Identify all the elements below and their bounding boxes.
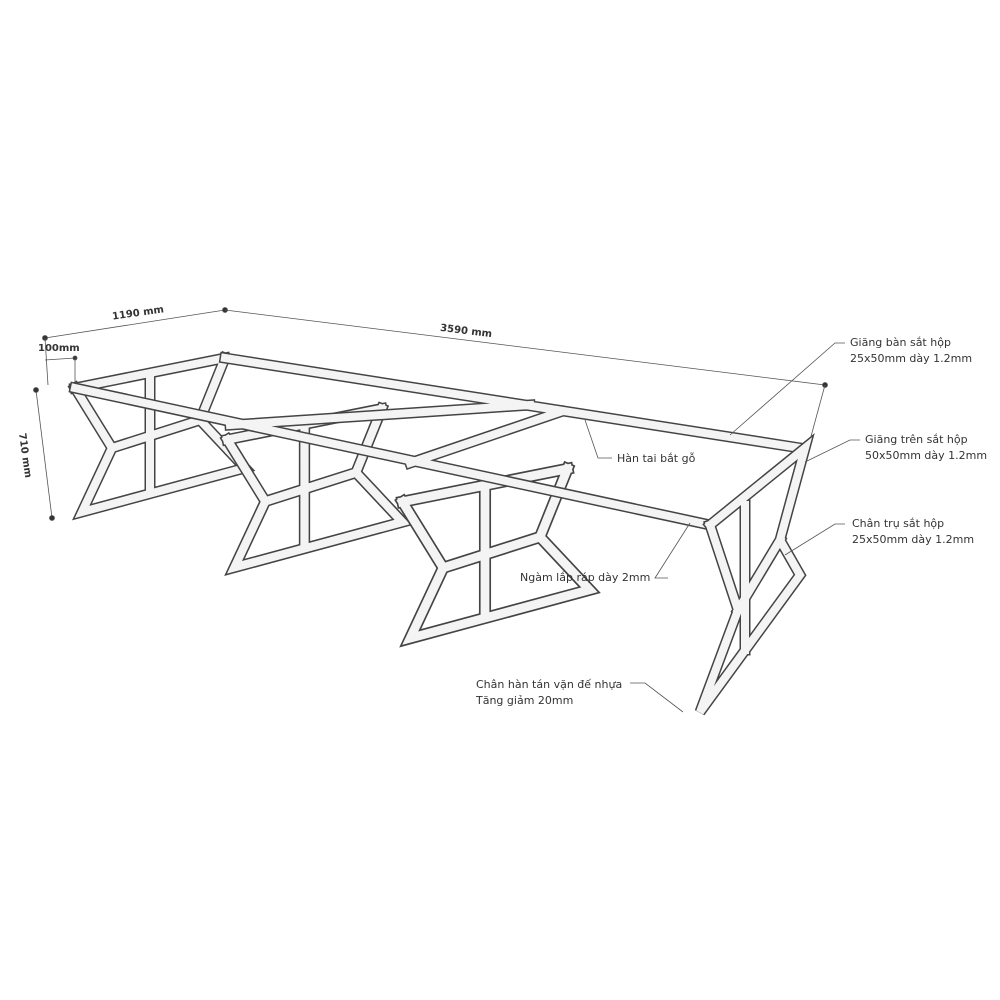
callout-line: Chân trụ sắt hộp xyxy=(852,517,945,530)
callout-foot: Chân hàn tán vặn đế nhựa Tăng giảm 20mm xyxy=(476,677,622,709)
callout-leg-post: Chân trụ sắt hộp 25x50mm dày 1.2mm xyxy=(852,516,974,548)
callout-joint: Ngàm lắp ráp dày 2mm xyxy=(520,571,651,584)
callout-line: 25x50mm dày 1.2mm xyxy=(850,352,973,365)
long-rails xyxy=(68,351,807,532)
x-leg-1 xyxy=(75,358,245,512)
callout-line: Giăng trên sắt hộp xyxy=(865,433,968,446)
x-leg-2 xyxy=(227,409,402,568)
callout-top-rail: Giăng bàn sắt hộp 25x50mm dày 1.2mm xyxy=(850,335,972,367)
callout-line: 50x50mm dày 1.2mm xyxy=(865,449,988,462)
callout-line: Chân hàn tán vặn đế nhựa xyxy=(476,678,623,691)
callout-line: Giăng bàn sắt hộp xyxy=(850,336,951,349)
callout-line: Tăng giảm 20mm xyxy=(476,694,574,707)
callout-line: 25x50mm dày 1.2mm xyxy=(852,533,975,546)
dimension-lines xyxy=(33,307,828,521)
overhang-dimension: 100mm xyxy=(38,343,80,354)
callout-wood-tab: Hàn tai bắt gỗ xyxy=(617,452,696,465)
callout-leaders xyxy=(584,342,860,713)
end-leg xyxy=(694,432,815,716)
callout-upper-brace: Giăng trên sắt hộp 50x50mm dày 1.2mm xyxy=(865,432,987,464)
